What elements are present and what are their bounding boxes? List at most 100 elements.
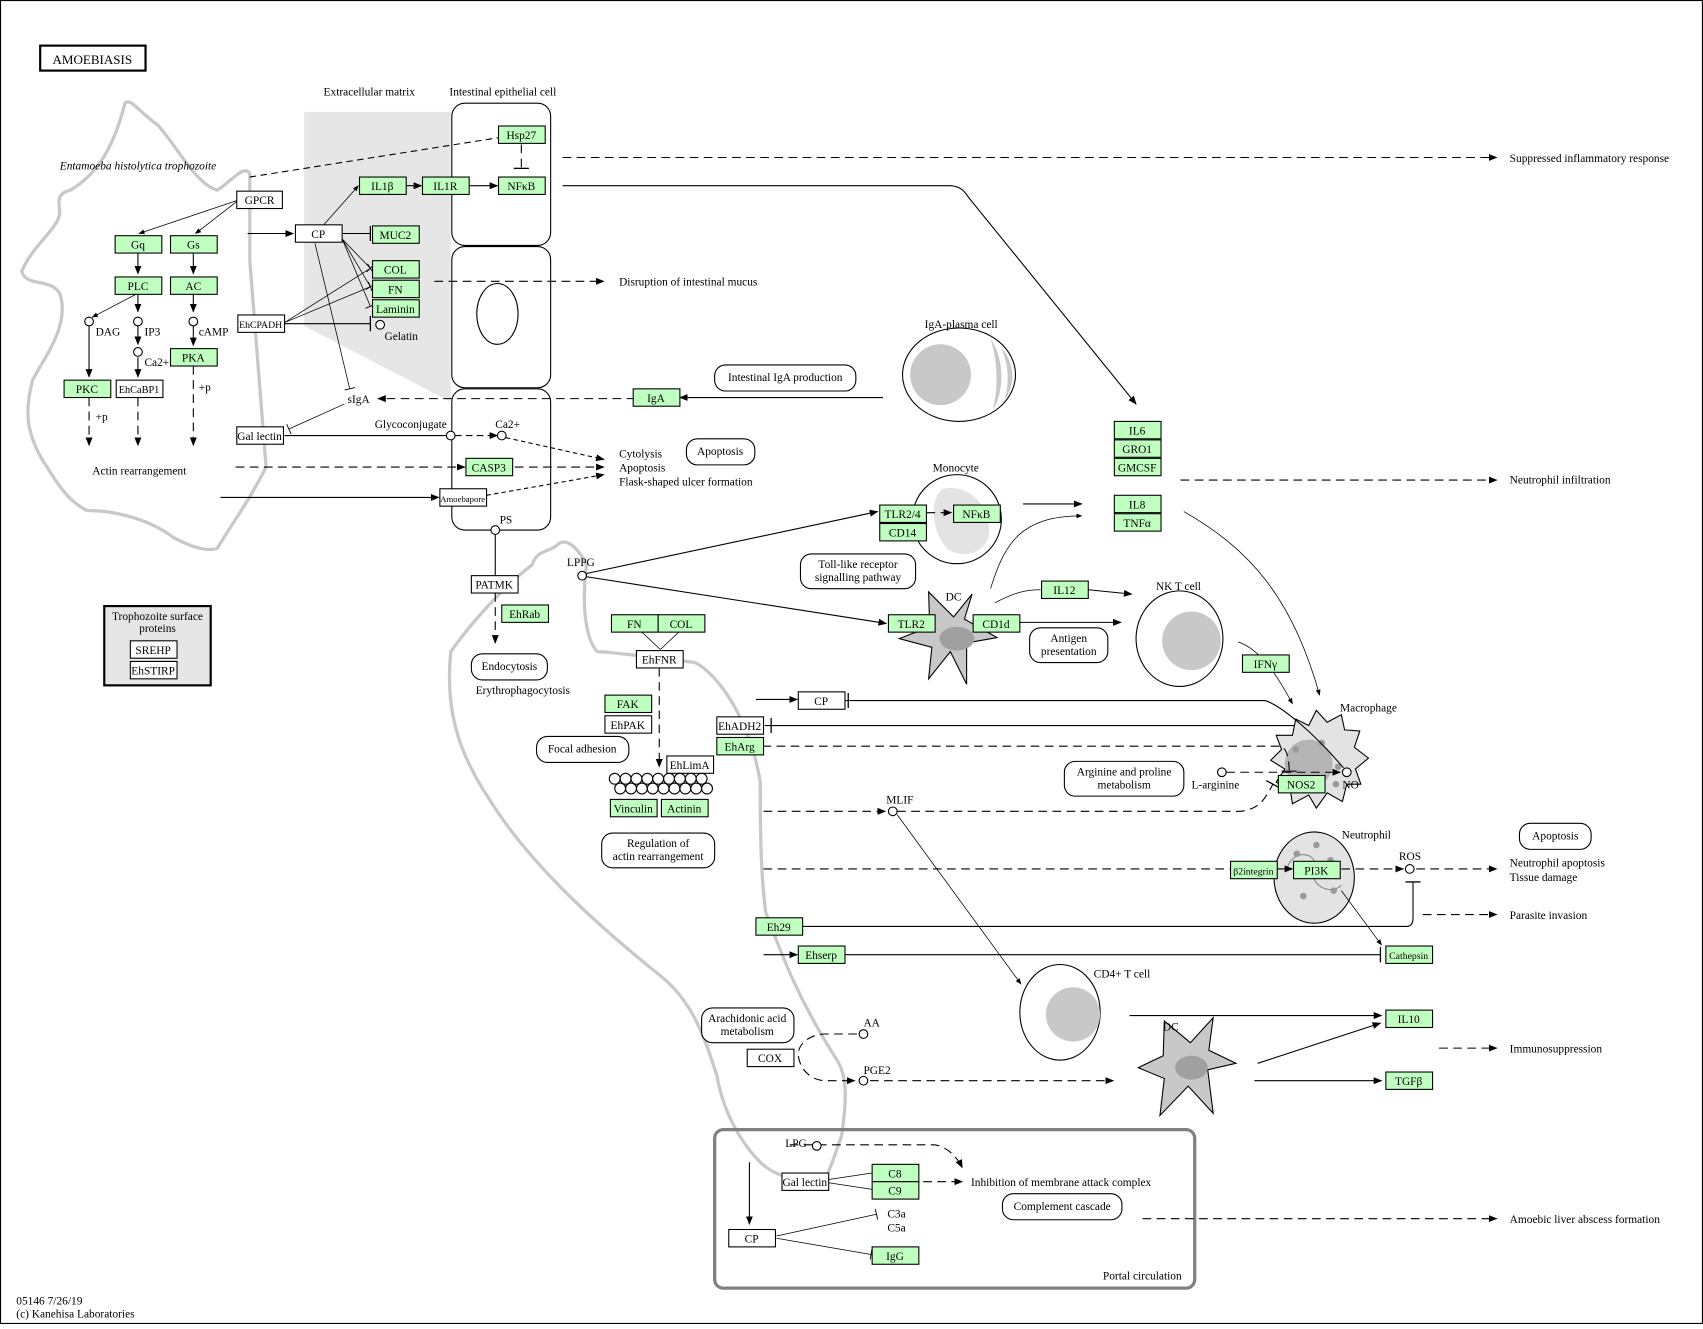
gene-cd14[interactable]: CD14 bbox=[879, 522, 927, 542]
gene-muc2[interactable]: MUC2 bbox=[371, 225, 420, 244]
gene-c8[interactable]: C8 bbox=[871, 1163, 920, 1183]
compound-ros[interactable]: ROS bbox=[1399, 851, 1421, 874]
svg-text:Vinculin: Vinculin bbox=[614, 803, 653, 815]
map-intestinal-iga-production[interactable]: Intestinal IgA production bbox=[714, 364, 857, 392]
gene-eh29[interactable]: Eh29 bbox=[755, 917, 804, 936]
gene-igg[interactable]: IgG bbox=[871, 1246, 920, 1265]
gene-gpcr[interactable]: GPCR bbox=[236, 190, 283, 210]
gene-casp3[interactable]: CASP3 bbox=[465, 457, 514, 477]
gene-fn-1[interactable]: FN bbox=[371, 279, 420, 299]
compound-lppg[interactable]: LPPG bbox=[567, 557, 595, 581]
gene-patmk[interactable]: PATMK bbox=[470, 575, 519, 594]
compound-ps[interactable]: PS bbox=[490, 515, 512, 535]
gene-nfkb-2[interactable]: NFκB bbox=[953, 504, 1001, 523]
gene-iga[interactable]: IgA bbox=[632, 388, 681, 407]
gene-ehlima[interactable]: EhLimA bbox=[666, 755, 715, 774]
gene-ac[interactable]: AC bbox=[169, 276, 218, 295]
compound-gelatin[interactable]: Gelatin bbox=[375, 319, 419, 343]
compound-ca-2[interactable]: Ca2+ bbox=[495, 419, 520, 441]
gene-nos2[interactable]: NOS2 bbox=[1277, 774, 1326, 794]
gene-cox[interactable]: COX bbox=[746, 1048, 795, 1068]
gene-gal-lectin-1[interactable]: Gal lectin bbox=[236, 426, 285, 445]
svg-text:Gal lectin: Gal lectin bbox=[237, 431, 282, 443]
gene-cd1d[interactable]: CD1d bbox=[972, 614, 1021, 633]
compound-ip3[interactable]: IP3 bbox=[133, 316, 161, 339]
gene-hsp27[interactable]: Hsp27 bbox=[497, 125, 546, 144]
gene-fn-2[interactable]: FN bbox=[610, 614, 659, 633]
gene-il1r[interactable]: IL1R bbox=[421, 176, 470, 195]
gene-pi3k[interactable]: PI3K bbox=[1292, 860, 1341, 880]
gene-tgfb[interactable]: TGFβ bbox=[1385, 1071, 1434, 1090]
gene-pkc[interactable]: PKC bbox=[63, 379, 112, 399]
gene-eharg[interactable]: EhArg bbox=[716, 736, 765, 756]
gene-gq[interactable]: Gq bbox=[114, 235, 163, 254]
gene-tlr2[interactable]: TLR2 bbox=[887, 614, 936, 633]
gene-amoebapore[interactable]: Amoebapore bbox=[439, 488, 488, 507]
map-endocytosis[interactable]: Endocytosis bbox=[470, 653, 548, 681]
gene-vinculin[interactable]: Vinculin bbox=[609, 798, 658, 818]
gene-pka[interactable]: PKA bbox=[169, 348, 218, 367]
legend-item-ehstirp[interactable]: EhSTIRP bbox=[131, 665, 175, 677]
compound-aa[interactable]: AA bbox=[858, 1017, 881, 1039]
gene-col-1[interactable]: COL bbox=[371, 260, 420, 279]
gene-il1b[interactable]: IL1β bbox=[358, 176, 407, 195]
region-label-epithelial: Intestinal epithelial cell bbox=[449, 87, 556, 99]
gene-gs[interactable]: Gs bbox=[169, 235, 218, 254]
gene-ehrab[interactable]: EhRab bbox=[501, 604, 550, 623]
gene-gmcsf[interactable]: GMCSF bbox=[1113, 457, 1162, 477]
gene-ehadh2[interactable]: EhADH2 bbox=[716, 716, 765, 735]
gene-ehcabp1[interactable]: EhCaBP1 bbox=[115, 379, 164, 399]
gene-gal-lectin-2[interactable]: Gal lectin bbox=[781, 1172, 830, 1191]
legend-item-srehp[interactable]: SREHP bbox=[135, 645, 170, 657]
gene-cp-1[interactable]: CP bbox=[294, 224, 343, 243]
gene-il12[interactable]: IL12 bbox=[1041, 580, 1089, 600]
compound-c3a[interactable]: C3a bbox=[887, 1209, 905, 1221]
svg-text:NOS2: NOS2 bbox=[1287, 780, 1316, 792]
gene-ehcpadh[interactable]: EhCPADH bbox=[237, 314, 286, 333]
compound-camp[interactable]: cAMP bbox=[188, 316, 229, 339]
gene-gro1[interactable]: GRO1 bbox=[1113, 439, 1162, 458]
compound-ca-1[interactable]: Ca2+ bbox=[133, 347, 170, 369]
compound-l-arginine[interactable]: L-arginine bbox=[1191, 767, 1239, 792]
gene-ifng[interactable]: IFNγ bbox=[1241, 654, 1290, 673]
compound-mlif[interactable]: MLIF bbox=[886, 795, 913, 817]
compound-no[interactable]: NO bbox=[1341, 767, 1359, 792]
gene-col-2[interactable]: COL bbox=[657, 614, 706, 633]
gene-laminin[interactable]: Laminin bbox=[371, 299, 420, 318]
svg-text:Eh29: Eh29 bbox=[767, 922, 791, 934]
gene-actinin[interactable]: Actinin bbox=[660, 798, 709, 818]
compound-siga[interactable]: sIgA bbox=[348, 394, 371, 406]
gene-fak[interactable]: FAK bbox=[604, 694, 653, 714]
gene-cp-2[interactable]: CP bbox=[797, 691, 846, 710]
compound-pge2[interactable]: PGE2 bbox=[858, 1065, 891, 1086]
gene-plc[interactable]: PLC bbox=[114, 276, 163, 295]
compound-dag[interactable]: DAG bbox=[84, 316, 121, 339]
gene-ehfnr[interactable]: EhFNR bbox=[635, 650, 684, 669]
compound-glycoconjugate[interactable]: Glycoconjugate bbox=[375, 419, 456, 441]
gene-cp-3[interactable]: CP bbox=[728, 1228, 777, 1248]
gene-c9[interactable]: C9 bbox=[871, 1181, 920, 1200]
gene-tlr2-4[interactable]: TLR2/4 bbox=[879, 504, 927, 523]
svg-text:Regulation of: Regulation of bbox=[627, 838, 690, 850]
gene-il6[interactable]: IL6 bbox=[1113, 420, 1162, 440]
map-apoptosis-1[interactable]: Apoptosis bbox=[685, 438, 756, 466]
gene-tnfa[interactable]: TNFα bbox=[1113, 513, 1162, 532]
gene-nfkb-1[interactable]: NFκB bbox=[497, 176, 546, 195]
gene-cathepsin[interactable]: Cathepsin bbox=[1385, 945, 1434, 964]
gene-ehserp[interactable]: Ehserp bbox=[797, 945, 846, 964]
map-complement-cascade[interactable]: Complement cascade bbox=[1001, 1193, 1123, 1221]
gene-ehpak[interactable]: EhPAK bbox=[604, 715, 653, 734]
compound-lpg[interactable]: LPG bbox=[785, 1138, 822, 1151]
map-apoptosis-2[interactable]: Apoptosis bbox=[1518, 822, 1592, 850]
gene-il8[interactable]: IL8 bbox=[1113, 494, 1162, 514]
compound-c5a[interactable]: C5a bbox=[887, 1223, 905, 1235]
map-focal-adhesion[interactable]: Focal adhesion bbox=[535, 735, 630, 764]
svg-text:Laminin: Laminin bbox=[376, 304, 415, 316]
gene-il10[interactable]: IL10 bbox=[1385, 1009, 1434, 1029]
gene-b2integrin[interactable]: β2integrin bbox=[1230, 860, 1278, 880]
